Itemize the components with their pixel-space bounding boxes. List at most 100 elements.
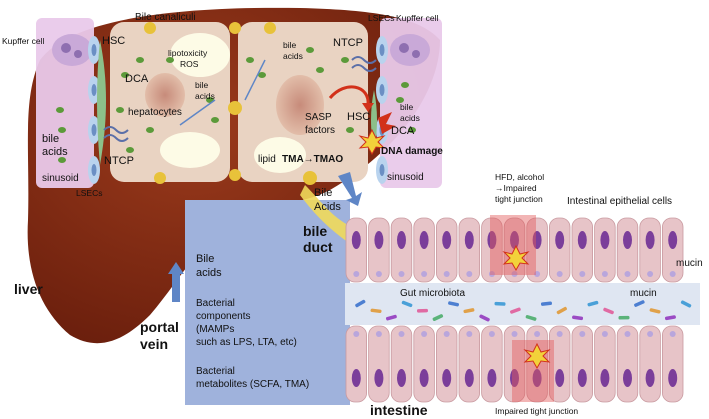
upper-epithelial-cell — [481, 217, 503, 283]
liver-label: liver — [14, 281, 43, 297]
ntcp-right-label: NTCP — [333, 37, 363, 49]
bacterium — [540, 301, 552, 306]
kupffer-cell-left-label: Kupffer cell — [2, 36, 44, 46]
bile-acids-top-line2: acids — [283, 51, 303, 61]
kupffer-cell-right-label: Kupffer cell — [396, 13, 438, 23]
sinusoid-right-label: sinusoid — [387, 172, 424, 183]
bile-canaliculi-label: Bile canaliculi — [135, 12, 196, 23]
dca-left-label: DCA — [125, 73, 149, 85]
intestine-lower-epithelium — [345, 325, 684, 403]
bile-acids-top-line1: bile — [283, 40, 297, 50]
upper-epithelial-cell — [390, 217, 413, 283]
lipotoxicity-line2: ROS — [180, 59, 199, 69]
kupffer-cell-left — [52, 34, 92, 66]
bile-duct — [300, 185, 360, 245]
lower-epithelial-nucleus — [351, 369, 361, 387]
sasp-line2: factors — [305, 125, 335, 136]
bile-acids-left-line2: acids — [42, 146, 68, 158]
lipid-droplet-3 — [254, 137, 306, 173]
bacterium — [448, 301, 460, 307]
portal-components-line2: components — [196, 311, 250, 322]
lower-epithelial-cell — [639, 325, 661, 403]
portal-bile-acids-line1: Bile — [196, 253, 214, 265]
upper-epithelial-cell — [435, 217, 458, 283]
upper-epithelial-nucleus — [532, 231, 542, 249]
bacterium — [510, 307, 521, 314]
upper-epithelial-cell — [526, 217, 548, 283]
bacterium — [494, 301, 506, 306]
portal-bile-acids-line2: acids — [196, 267, 222, 279]
bile-duct-acids-line1: Bile — [314, 187, 332, 199]
arrow-hepatocyte — [179, 99, 216, 126]
bile-duct-line2: duct — [303, 239, 333, 255]
lipotoxicity-line1: lipotoxicity — [168, 48, 208, 58]
upper-epithelial-nucleus — [600, 231, 610, 249]
hsc-right-label: HSC — [347, 111, 370, 123]
lipid-droplet-1 — [170, 33, 230, 77]
lower-epithelial-cell — [481, 325, 503, 403]
intestine-upper-epithelium — [345, 217, 684, 283]
lower-epithelial-nucleus — [532, 369, 542, 387]
bacterium — [664, 315, 676, 321]
lower-epithelial-cell — [616, 325, 639, 403]
mucin-top-label: mucin — [676, 258, 703, 269]
upper-epithelial-nucleus — [464, 231, 474, 249]
lower-epithelial-nucleus — [487, 369, 497, 387]
intestine-label: intestine — [370, 402, 428, 418]
upper-epithelial-cell — [594, 217, 616, 283]
lower-epithelial-nucleus — [374, 369, 384, 387]
sinusoid-left-label: sinusoid — [42, 173, 79, 184]
upper-epithelial-nucleus — [555, 231, 565, 249]
impaired-label: Impaired tight junction — [495, 406, 578, 416]
impaired-junction-bottom — [512, 340, 554, 402]
portal-metabolites-line2: metabolites (SCFA, TMA) — [196, 379, 309, 390]
lower-epithelial-cell — [368, 325, 390, 403]
hsc-left — [97, 40, 106, 165]
ntcp-left-label: NTCP — [104, 155, 134, 167]
bile-acids-right-line1: bile — [400, 102, 414, 112]
upper-epithelial-cell — [458, 217, 481, 283]
bile-acids-mid-line2: acids — [195, 91, 215, 101]
lower-epithelial-nucleus — [600, 369, 610, 387]
bacterium — [401, 300, 413, 308]
lower-epithelial-nucleus — [442, 369, 452, 387]
upper-epithelial-nucleus — [397, 231, 406, 249]
bacterium — [370, 308, 382, 314]
upper-epithelial-cell — [413, 217, 435, 283]
ntcp-left-icon — [103, 126, 129, 142]
lower-epithelial-nucleus — [623, 369, 632, 387]
lower-epithelial-cell — [571, 325, 594, 403]
bile-duct-line1: bile — [303, 223, 327, 239]
portal-box — [185, 200, 350, 405]
lower-epithelial-nucleus — [645, 369, 655, 387]
upper-epithelial-nucleus — [374, 231, 384, 249]
bacterium — [556, 306, 567, 315]
bile-acid-dots — [56, 47, 416, 163]
kupffer-cell-right — [390, 34, 430, 66]
bacterium — [572, 315, 584, 321]
bile-acids-mid-line1: bile — [195, 80, 209, 90]
upper-epithelial-nucleus — [645, 231, 655, 249]
ntcp-right-icon — [351, 56, 377, 72]
upper-epithelial-nucleus — [510, 231, 519, 249]
bacterium — [634, 300, 645, 307]
upper-epithelial-cell — [368, 217, 390, 283]
bile-duct-acids-line2: Acids — [314, 201, 341, 213]
upper-epithelial-nucleus — [419, 231, 429, 249]
lower-epithelial-cell — [594, 325, 616, 403]
bacterium — [432, 314, 444, 321]
bacterium — [680, 300, 692, 308]
hfd-line3: tight junction — [495, 194, 543, 204]
bacterium — [463, 308, 475, 314]
bile-acids-right-line2: acids — [400, 113, 420, 123]
portal-line2: vein — [140, 336, 168, 352]
upper-epithelial-nucleus — [442, 231, 452, 249]
portal-components-line3: (MAMPs — [196, 324, 234, 335]
lsecs-bottom-label: LSECs — [76, 188, 102, 198]
lower-epithelial-cell — [549, 325, 571, 403]
bile-canaliculi-marks — [144, 22, 317, 185]
upper-epithelial-cell — [345, 217, 368, 283]
lower-epithelial-cell — [435, 325, 458, 403]
lower-epithelial-nucleus — [464, 369, 474, 387]
